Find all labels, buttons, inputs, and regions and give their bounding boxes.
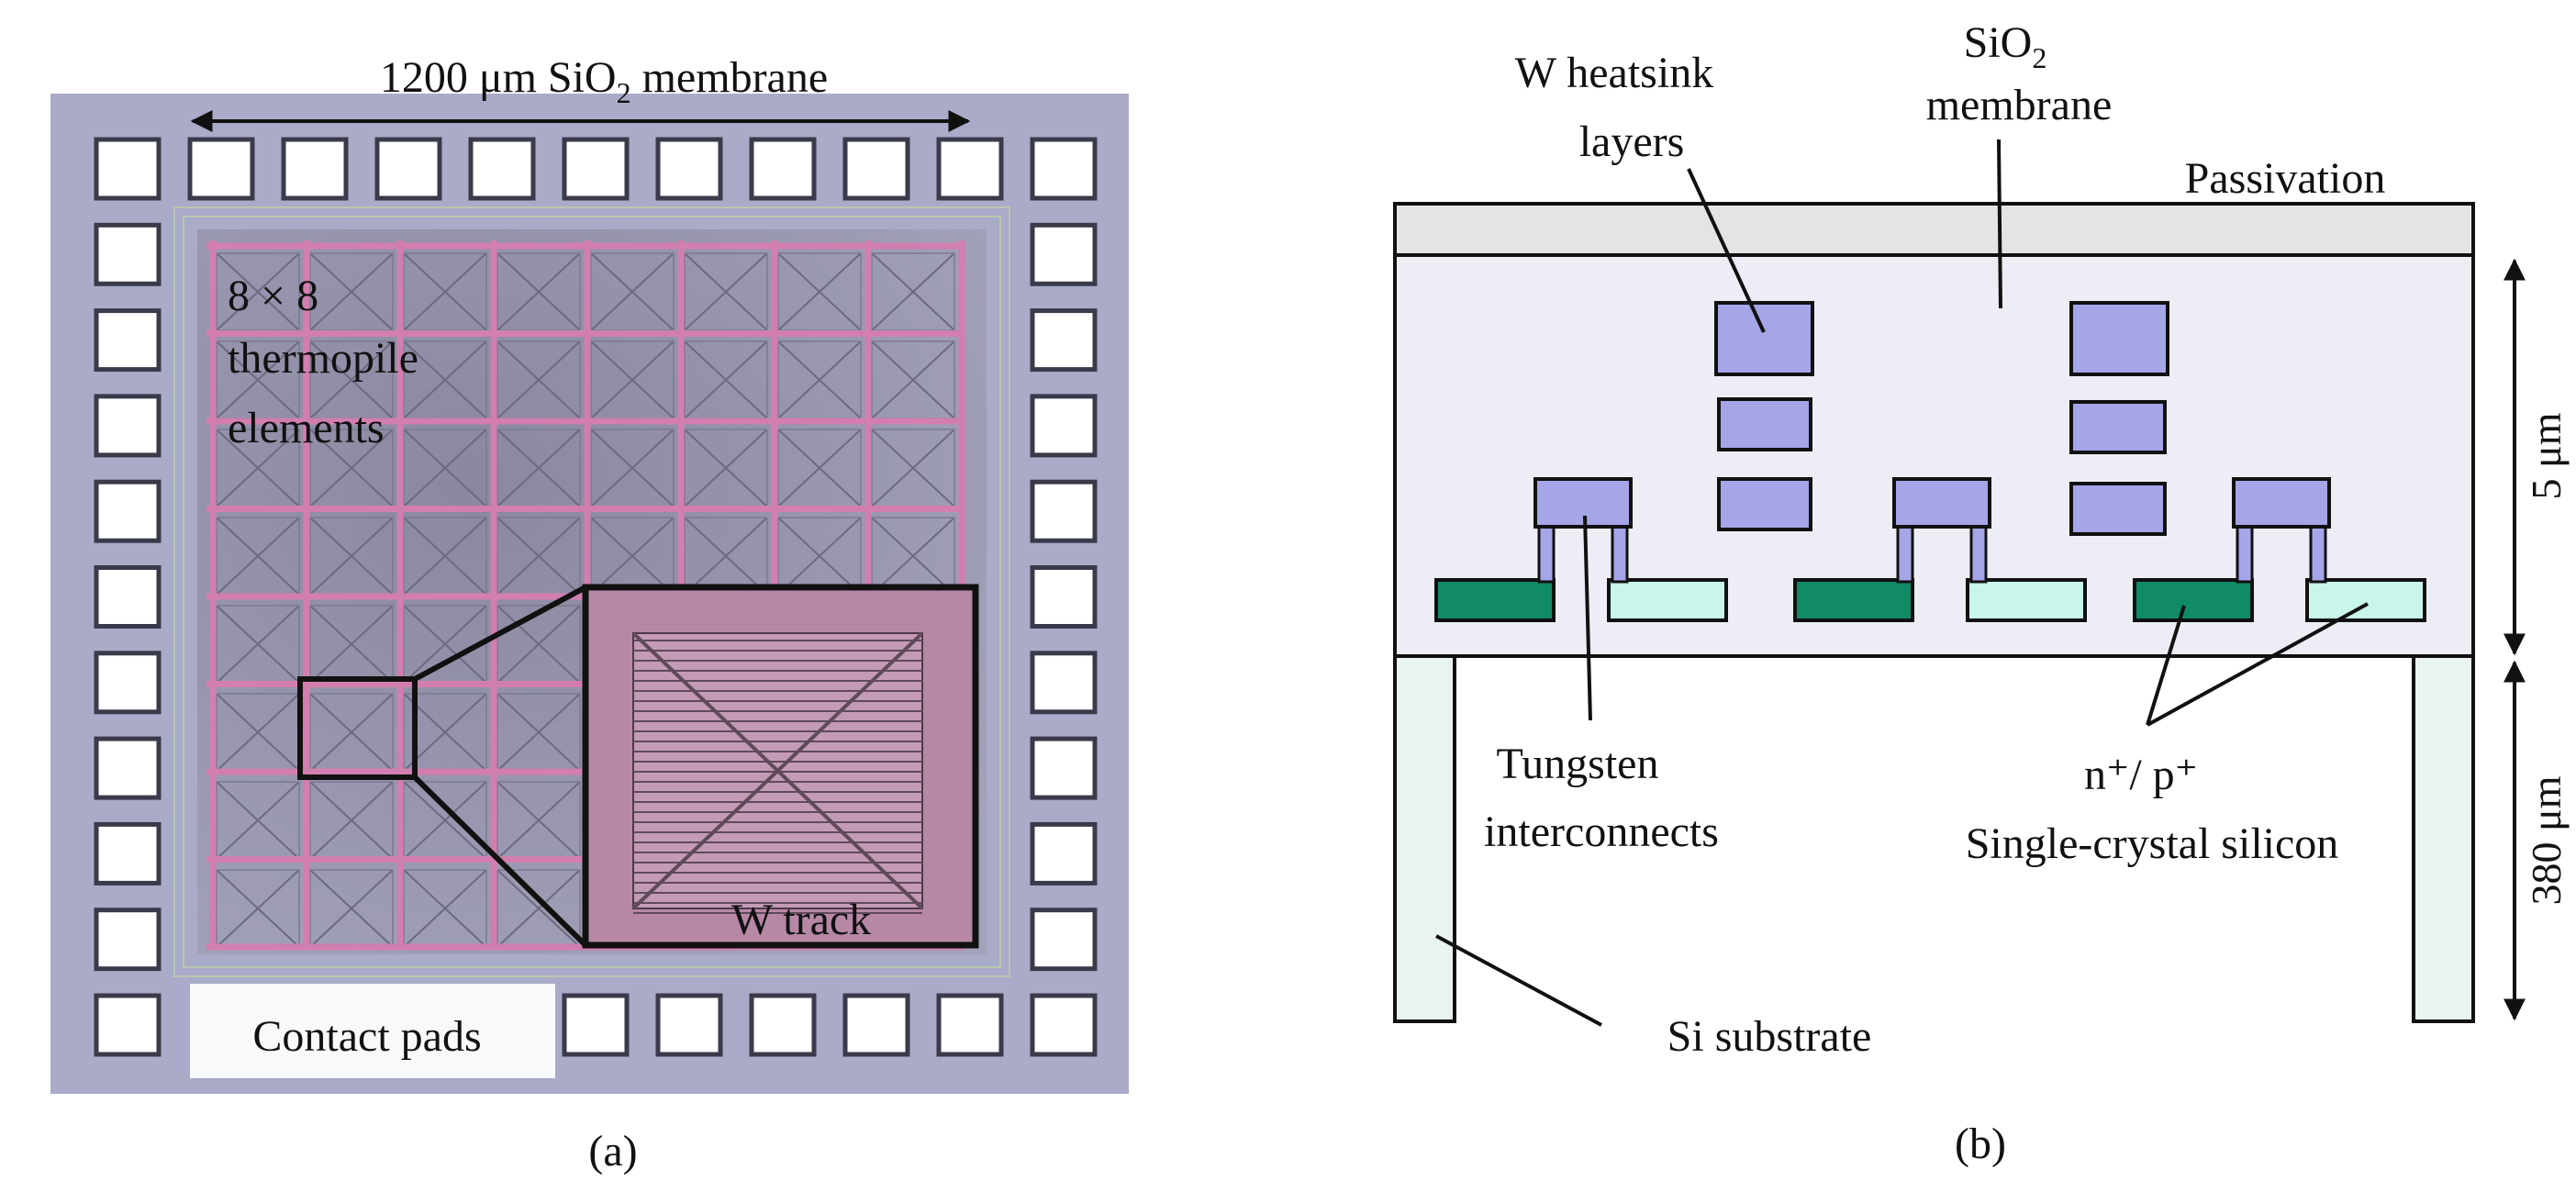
doping-label: n⁺/ p⁺ [2084, 751, 2198, 799]
substrate-label: Si substrate [1667, 1012, 1872, 1061]
contact-pad [1030, 479, 1098, 543]
contact-pad [1030, 222, 1098, 286]
panel-a: 1200 μm SiO2 membrane 8 × 8 thermopile e… [50, 53, 1129, 1175]
tungsten-via [2236, 523, 2254, 584]
contact-pad [749, 993, 817, 1057]
caption-a: (a) [588, 1127, 637, 1175]
contact-pad [1030, 308, 1098, 373]
contact-pad [1030, 565, 1098, 629]
contact-pad [281, 137, 349, 201]
tungsten-via [1896, 523, 1914, 584]
n-plus-silicon [1793, 578, 1914, 622]
pads-label: Contact pads [252, 1012, 481, 1061]
thickness-label-substrate: 380 μm [2523, 775, 2570, 905]
svg-text:W heatsink layers: W heatsink layers [1515, 49, 1724, 166]
substrate-right [2412, 654, 2475, 1023]
contact-pad [936, 137, 1004, 201]
n-plus-silicon [1434, 578, 1556, 622]
tungsten-via [2309, 523, 2327, 584]
contact-pad [655, 137, 723, 201]
contact-pad [1030, 736, 1098, 800]
p-plus-silicon [2305, 578, 2426, 622]
silicon-label: Single-crystal silicon [1966, 819, 2339, 868]
contact-pads [94, 137, 1098, 1057]
pads-label-box [190, 984, 555, 1078]
tungsten-label-line1: Tungsten [1497, 740, 1659, 788]
array-label-line3: elements [228, 404, 385, 452]
w-track-inset [582, 584, 979, 949]
contact-pad [842, 137, 910, 201]
contact-pad [468, 137, 536, 201]
contact-pad [94, 394, 162, 458]
contact-pad [94, 565, 162, 629]
tungsten-via [1537, 523, 1556, 584]
sio2-membrane [1393, 253, 2475, 658]
array-label-line1: 8 × 8 [228, 272, 318, 320]
contact-pad [94, 222, 162, 286]
zoom-line-bottom [412, 774, 588, 948]
tungsten-label-line2: interconnects [1484, 808, 1719, 856]
caption-b: (b) [1955, 1120, 2006, 1168]
substrate-left [1393, 654, 1456, 1023]
passivation-label: Passivation [2185, 154, 2386, 203]
zoom-line-top [413, 585, 587, 682]
panel-b: 5 μm 380 μm W heatsink layers SiO2 membr… [1393, 18, 2570, 1168]
tungsten-via [1969, 523, 1988, 584]
contact-pad [936, 993, 1004, 1057]
zoom-source-box [297, 676, 418, 780]
contact-pad [94, 821, 162, 886]
contact-pad [94, 308, 162, 373]
contact-pad [749, 137, 817, 201]
passivation-layer [1393, 202, 2475, 257]
contact-pad [1030, 908, 1098, 972]
sio2-label-line2: membrane [1926, 81, 2113, 129]
heatsink-label-line1: W heatsink [1515, 49, 1713, 97]
array-label-line2: thermopile [228, 334, 418, 383]
contact-pad [1030, 137, 1098, 201]
tungsten-bridge [2232, 477, 2331, 529]
tungsten-bridge [1892, 477, 1991, 529]
heatsink-label-line2: layers [1579, 117, 1685, 166]
routing-lines [173, 206, 1010, 977]
contact-pad [1030, 821, 1098, 886]
contact-pad [655, 993, 723, 1057]
p-plus-silicon [1966, 578, 2087, 622]
thermocouple-cells [1434, 477, 2426, 622]
contact-pad [842, 993, 910, 1057]
contact-pad [94, 908, 162, 972]
contact-pad [94, 479, 162, 543]
contact-pad [1030, 993, 1098, 1057]
svg-text:8 × 8 thermopile e: 8 × 8 thermopile elements [228, 272, 429, 452]
contact-pad [94, 651, 162, 715]
contact-pad [562, 137, 630, 201]
contact-pad [374, 137, 442, 201]
tungsten-via [1611, 523, 1629, 584]
svg-text:Tungsten interconnects: Tungsten interconnects [1484, 740, 1719, 856]
heatsink-stack-right [2069, 301, 2169, 536]
contact-pad [1030, 651, 1098, 715]
inset-label: W track [731, 896, 871, 944]
membrane-label: 1200 μm SiO2 membrane [380, 53, 828, 109]
contact-pad [562, 993, 630, 1057]
n-plus-silicon [2133, 578, 2254, 622]
thickness-label-membrane: 5 μm [2523, 412, 2570, 499]
tungsten-bridge [1533, 477, 1633, 529]
contact-pad [94, 993, 162, 1057]
contact-pad [1030, 394, 1098, 458]
sio2-label-line1: SiO2 [1964, 18, 2047, 74]
contact-pad [94, 137, 162, 201]
contact-pad [94, 736, 162, 800]
p-plus-silicon [1607, 578, 1728, 622]
contact-pad [187, 137, 255, 201]
leader-lines [1435, 139, 2369, 1027]
heatsink-stack-left [1714, 301, 1814, 531]
